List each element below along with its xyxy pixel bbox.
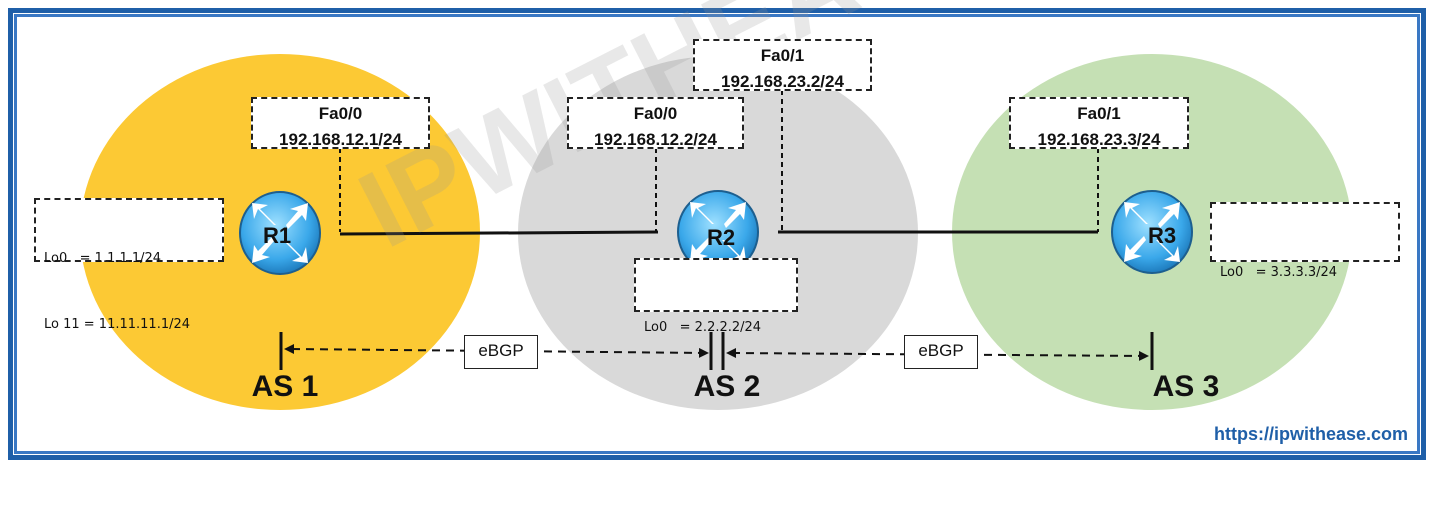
router-r1-name: R1: [262, 223, 292, 248]
as3-label: AS 3: [1152, 370, 1220, 403]
r1-loopback-label: Lo0 = 1.1.1.1/24 Lo 11 = 11.11.11.1/24: [34, 198, 224, 332]
r2-fa00-name: Fa0/0: [633, 104, 678, 123]
link-r1-r2: [339, 230, 659, 236]
r2-fa01-label: Fa0/1 192.168.23.2/24: [693, 39, 872, 91]
r2-fa00-label: Fa0/0 192.168.12.2/24: [567, 97, 744, 149]
r2-lo0: Lo0 = 2.2.2.2/24: [644, 320, 762, 335]
router-r2-name: R2: [706, 225, 736, 250]
r1-fa00-label: Fa0/0 192.168.12.1/24: [251, 97, 430, 149]
r1-lo11: Lo 11 = 11.11.11.1/24: [44, 317, 191, 332]
r1-lo0: Lo0 = 1.1.1.1/24: [44, 251, 162, 266]
r2-fa01-ip: 192.168.23.2/24: [721, 72, 844, 91]
r3-fa01-ip: 192.168.23.3/24: [1037, 130, 1161, 149]
r2-loopback-label: Lo0 = 2.2.2.2/24: [634, 258, 798, 335]
r2-fa01-name: Fa0/1: [760, 46, 805, 65]
r3-loopback-label: Lo0 = 3.3.3.3/24: [1210, 202, 1400, 280]
r3-lo0: Lo0 = 3.3.3.3/24: [1220, 265, 1338, 280]
router-r3-name: R3: [1147, 223, 1177, 248]
r1-fa00-name: Fa0/0: [318, 104, 363, 123]
r3-fa01-label: Fa0/1 192.168.23.3/24: [1009, 97, 1189, 149]
r1-fa00-ip: 192.168.12.1/24: [279, 130, 402, 149]
r3-fa01-name: Fa0/1: [1077, 104, 1121, 123]
ebgp-arrowhead-as2: [726, 348, 736, 358]
website-link[interactable]: https://ipwithease.com: [1213, 424, 1408, 444]
ebgp-label-as2-as3: eBGP: [904, 335, 978, 369]
as2-label: AS 2: [693, 370, 761, 403]
ebgp-arrowhead-as1: [284, 344, 294, 354]
inner-frame: [14, 14, 1420, 454]
as1-label: AS 1: [251, 370, 319, 403]
r2-fa00-ip: 192.168.12.2/24: [594, 130, 717, 149]
ebgp-label-as1-as2: eBGP: [464, 335, 538, 369]
